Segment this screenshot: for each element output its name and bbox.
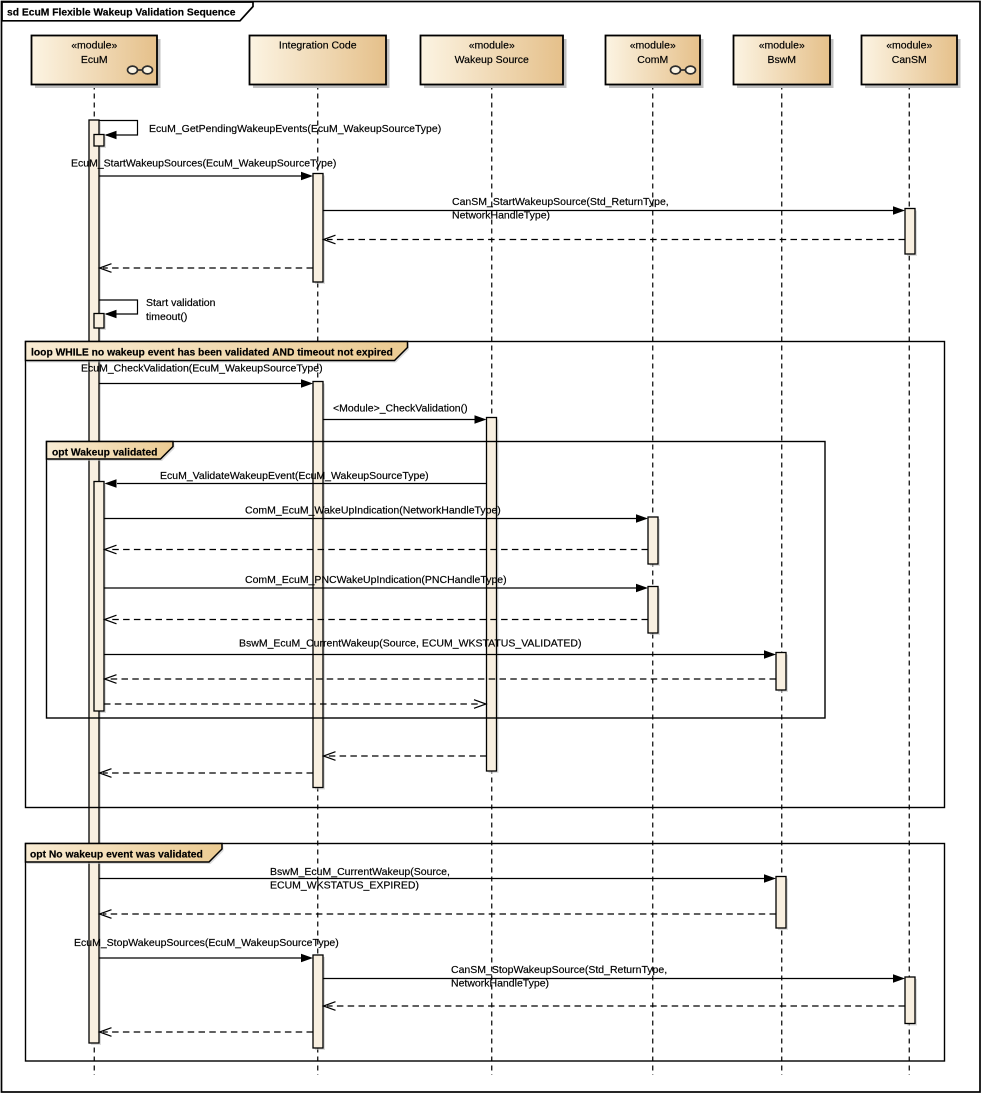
svg-text:EcuM: EcuM — [81, 54, 108, 66]
svg-text:EcuM_CheckValidation(EcuM_Wake: EcuM_CheckValidation(EcuM_WakeupSourceTy… — [81, 363, 323, 375]
svg-text:sd EcuM Flexible Wakeup Valida: sd EcuM Flexible Wakeup Validation Seque… — [7, 8, 236, 19]
svg-text:«module»: «module» — [469, 40, 515, 52]
svg-text:<Module>_CheckValidation(): <Module>_CheckValidation() — [333, 403, 468, 415]
svg-text:opt No wakeup event was valida: opt No wakeup event was validated — [30, 850, 203, 861]
svg-text:CanSM_StartWakeupSource(Std_Re: CanSM_StartWakeupSource(Std_ReturnType, — [452, 196, 669, 208]
svg-text:«module»: «module» — [630, 40, 676, 52]
svg-text:BswM: BswM — [767, 54, 796, 66]
svg-text:CanSM_StopWakeupSource(Std_Ret: CanSM_StopWakeupSource(Std_ReturnType, — [451, 964, 667, 976]
svg-text:ComM_EcuM_WakeUpIndication(Net: ComM_EcuM_WakeUpIndication(NetworkHandle… — [245, 505, 501, 517]
svg-text:«module»: «module» — [759, 40, 805, 52]
svg-text:NetworkHandleType): NetworkHandleType) — [451, 978, 549, 990]
svg-text:ECUM_WKSTATUS_EXPIRED): ECUM_WKSTATUS_EXPIRED) — [270, 880, 419, 892]
svg-text:NetworkHandleType): NetworkHandleType) — [452, 210, 550, 222]
svg-text:opt Wakeup validated: opt Wakeup validated — [52, 448, 157, 459]
svg-text:Integration Code: Integration Code — [279, 40, 357, 52]
svg-text:«module»: «module» — [886, 40, 932, 52]
svg-text:EcuM_StartWakeupSources(EcuM_W: EcuM_StartWakeupSources(EcuM_WakeupSourc… — [71, 158, 336, 170]
svg-text:EcuM_StopWakeupSources(EcuM_Wa: EcuM_StopWakeupSources(EcuM_WakeupSource… — [74, 937, 339, 949]
svg-text:ComM: ComM — [637, 54, 668, 66]
svg-text:Wakeup Source: Wakeup Source — [455, 54, 529, 66]
svg-text:«module»: «module» — [71, 40, 117, 52]
svg-text:timeout(): timeout() — [146, 311, 187, 323]
svg-text:BswM_EcuM_CurrentWakeup(Source: BswM_EcuM_CurrentWakeup(Source, — [270, 866, 450, 878]
svg-text:CanSM: CanSM — [892, 54, 927, 66]
svg-text:BswM_EcuM_CurrentWakeup(Source: BswM_EcuM_CurrentWakeup(Source, ECUM_WKS… — [239, 638, 582, 650]
svg-text:ComM_EcuM_PNCWakeUpIndication(: ComM_EcuM_PNCWakeUpIndication(PNCHandleT… — [245, 574, 507, 586]
svg-text:EcuM_ValidateWakeupEvent(EcuM_: EcuM_ValidateWakeupEvent(EcuM_WakeupSour… — [160, 470, 429, 482]
svg-text:loop WHILE no wakeup event has: loop WHILE no wakeup event has been vali… — [31, 348, 393, 359]
svg-text:Start validation: Start validation — [146, 297, 216, 309]
svg-text:EcuM_GetPendingWakeupEvents(Ec: EcuM_GetPendingWakeupEvents(EcuM_WakeupS… — [149, 123, 441, 135]
